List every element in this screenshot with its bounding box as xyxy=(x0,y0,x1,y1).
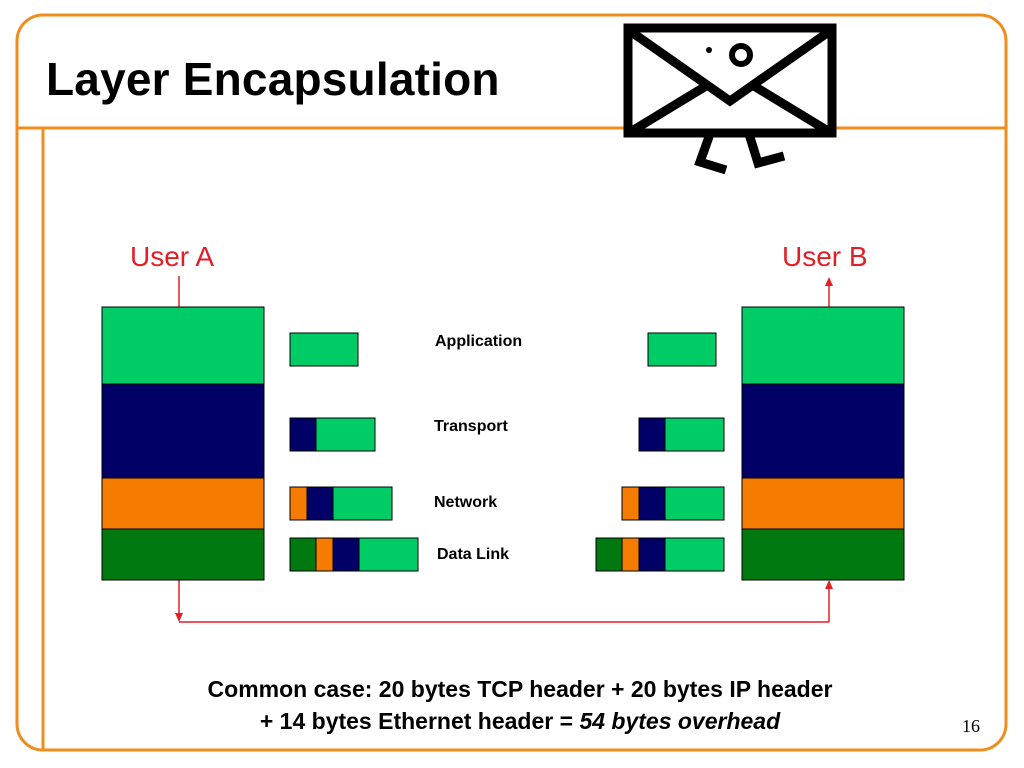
slide-frame xyxy=(15,13,1008,752)
stack-b-network-layer xyxy=(741,477,905,530)
packet-left-network-ip-header xyxy=(289,486,308,521)
packet-left-data-link-tcp-header xyxy=(332,537,360,572)
packet-right-data-link-ip-header xyxy=(621,537,640,572)
routing-arrows xyxy=(175,276,833,623)
layer-label-network: Network xyxy=(434,494,498,511)
packet-left-data-link-data xyxy=(358,537,419,572)
caption-line-1: Common case: 20 bytes TCP header + 20 by… xyxy=(207,676,833,702)
stack-b-application-layer xyxy=(741,306,905,385)
envelope-eye xyxy=(729,43,753,67)
packet-right-network-data xyxy=(664,486,725,521)
packet-right-application-data xyxy=(647,332,717,367)
envelope-flap xyxy=(627,27,833,107)
stack-b-data-link-layer xyxy=(741,528,905,581)
packet-left-application-data xyxy=(289,332,359,367)
slide-title: Layer Encapsulation xyxy=(46,53,500,105)
layer-label-transport: Transport xyxy=(434,418,508,435)
envelope-fold-left xyxy=(629,82,709,135)
arrow-head-b-up xyxy=(825,580,833,589)
packet-right-network-tcp-header xyxy=(638,486,666,521)
envelope-eye-dot xyxy=(706,47,712,53)
packet-right-data-link-ethernet-header xyxy=(595,537,623,572)
user-a-label: User A xyxy=(130,241,215,272)
packets-sender-side xyxy=(289,332,419,572)
envelope-leg-right xyxy=(744,132,786,169)
packet-left-transport-tcp-header xyxy=(289,417,317,452)
envelope-fold-right xyxy=(751,82,831,135)
packet-left-transport-data xyxy=(315,417,376,452)
protocol-stack-user-b xyxy=(741,306,905,581)
page-number: 16 xyxy=(962,716,980,736)
caption-line-2-emphasis: 54 bytes overhead xyxy=(579,708,781,734)
packet-right-network-ip-header xyxy=(621,486,640,521)
packet-right-data-link-data xyxy=(664,537,725,572)
packet-right-data-link-tcp-header xyxy=(638,537,666,572)
layer-label-application: Application xyxy=(435,333,523,350)
frame-border xyxy=(15,13,1008,752)
stack-a-application-layer xyxy=(101,306,265,385)
protocol-stack-user-a xyxy=(101,306,265,581)
packet-left-data-link-ip-header xyxy=(315,537,334,572)
packet-left-data-link-ethernet-header xyxy=(289,537,317,572)
arrow-head-user-b xyxy=(825,277,833,286)
stack-a-network-layer xyxy=(101,477,265,530)
caption-line-2-prefix: + 14 bytes Ethernet header = xyxy=(259,708,580,734)
packet-left-network-data xyxy=(332,486,393,521)
envelope-leg-left xyxy=(694,132,728,175)
arrow-head-a-down xyxy=(175,613,183,622)
packets-receiver-side xyxy=(595,332,725,572)
caption-line-2: + 14 bytes Ethernet header = 54 bytes ov… xyxy=(90,708,950,735)
layer-label-data-link: Data Link xyxy=(437,546,510,563)
stack-a-data-link-layer xyxy=(101,528,265,581)
user-b-label: User B xyxy=(782,241,868,272)
packet-left-network-tcp-header xyxy=(306,486,334,521)
packet-right-transport-data xyxy=(664,417,725,452)
stack-b-transport-layer xyxy=(741,383,905,479)
packet-right-transport-tcp-header xyxy=(638,417,666,452)
envelope-with-legs-icon xyxy=(623,23,837,175)
stack-a-transport-layer xyxy=(101,383,265,479)
